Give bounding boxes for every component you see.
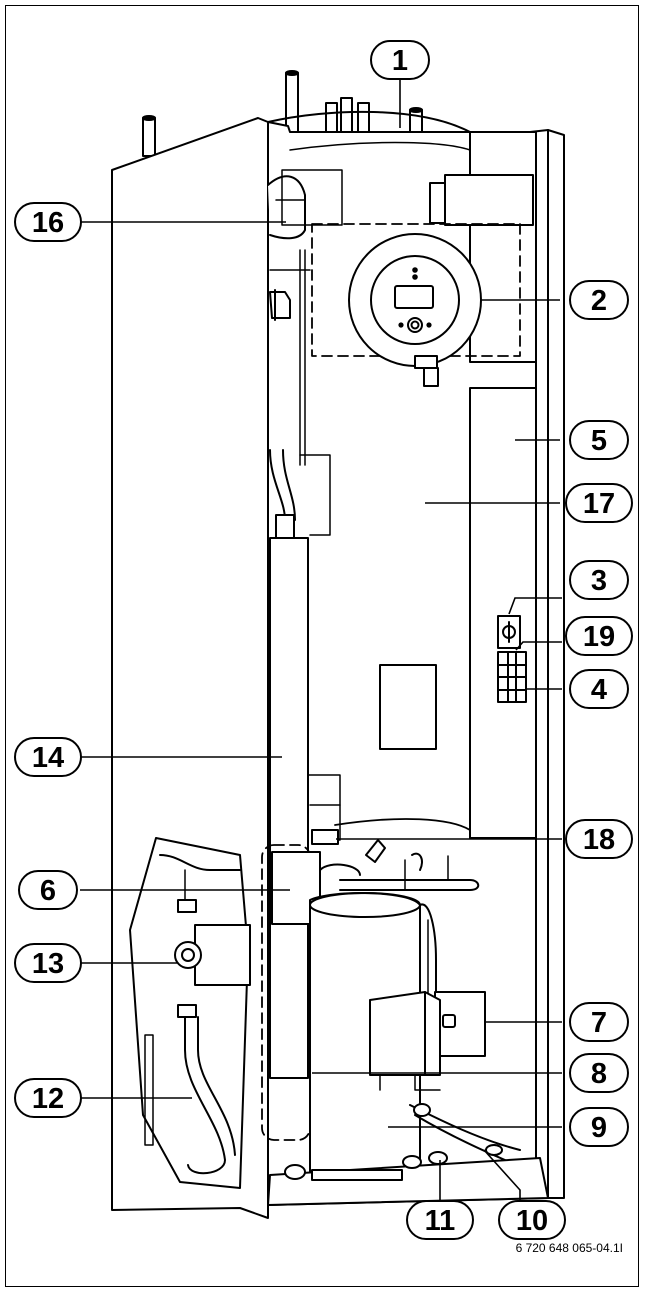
callout-bubble [569, 669, 629, 709]
callout-number: 13 [32, 948, 64, 980]
callout-bubble [370, 40, 430, 80]
right-front-panel [547, 129, 565, 1199]
callout-bubble [569, 280, 629, 320]
callout-bubble [406, 1200, 474, 1240]
callout-number: 11 [425, 1205, 456, 1237]
callout-6: 6 [18, 870, 78, 910]
callout-number: 16 [32, 207, 64, 239]
callout-4: 4 [569, 669, 629, 709]
drain-connection [428, 1151, 448, 1165]
callout-bubble [14, 737, 82, 777]
leader-lines [80, 80, 562, 1200]
callout-bubble [569, 1053, 629, 1093]
callout-number: 1 [392, 45, 408, 77]
callout-bubble [565, 483, 633, 523]
connection-fitting [311, 829, 339, 845]
callout-number: 2 [591, 285, 607, 317]
callout-3: 3 [569, 560, 629, 600]
callout-bubble [565, 819, 633, 859]
callout-17: 17 [565, 483, 633, 523]
callout-16: 16 [14, 202, 82, 242]
callout-number: 19 [583, 621, 615, 653]
callout-1: 1 [370, 40, 430, 80]
high-pressure-switch [369, 991, 441, 1076]
foot-left [284, 1164, 306, 1180]
callout-bubble [569, 1002, 629, 1042]
callout-5: 5 [569, 420, 629, 460]
callout-11: 11 [406, 1200, 474, 1240]
top-cover [267, 110, 531, 133]
callout-number: 4 [591, 674, 607, 706]
callout-18: 18 [565, 819, 633, 859]
base-plate [267, 1157, 549, 1206]
callout-number: 8 [591, 1058, 607, 1090]
callout-number: 12 [32, 1083, 64, 1115]
callout-10: 10 [498, 1200, 566, 1240]
callout-number: 14 [32, 742, 64, 774]
electric-heater [269, 514, 309, 1079]
figure-frame [5, 5, 639, 1287]
control-panel-outline [311, 223, 521, 357]
callout-bubble [569, 420, 629, 460]
callout-number: 9 [591, 1112, 607, 1144]
callout-bubble [18, 870, 78, 910]
central-insulation [379, 664, 437, 750]
callout-7: 7 [569, 1002, 629, 1042]
callout-number: 10 [516, 1205, 548, 1237]
control-unit [348, 233, 482, 367]
callout-bubble [14, 202, 82, 242]
foot-center [402, 1155, 422, 1169]
electrical-box-housing [469, 131, 537, 363]
callout-number: 5 [591, 425, 607, 457]
callout-bubble [14, 943, 82, 983]
callout-13: 13 [14, 943, 82, 983]
figure-reference-code: 6 720 648 065-04.1I [515, 1241, 623, 1255]
callout-9: 9 [569, 1107, 629, 1147]
lower-electrical-housing [469, 387, 537, 839]
callout-bubble [498, 1200, 566, 1240]
expansion-valve [434, 991, 486, 1057]
callout-12: 12 [14, 1078, 82, 1118]
callout-bubble [565, 616, 633, 656]
callout-bubble [569, 1107, 629, 1147]
callout-2: 2 [569, 280, 629, 320]
callout-number: 7 [591, 1007, 607, 1039]
terminal-strip [497, 651, 527, 703]
safety-switch [497, 615, 521, 649]
callout-number: 17 [583, 488, 615, 520]
vent-valve [269, 291, 291, 319]
callout-bubble [569, 560, 629, 600]
callout-19: 19 [565, 616, 633, 656]
callout-14: 14 [14, 737, 82, 777]
callout-8: 8 [569, 1053, 629, 1093]
callout-number: 18 [583, 824, 615, 856]
pump-body [194, 924, 251, 986]
callout-bubble [14, 1078, 82, 1118]
callout-number: 6 [40, 875, 56, 907]
callout-number: 3 [591, 565, 607, 597]
